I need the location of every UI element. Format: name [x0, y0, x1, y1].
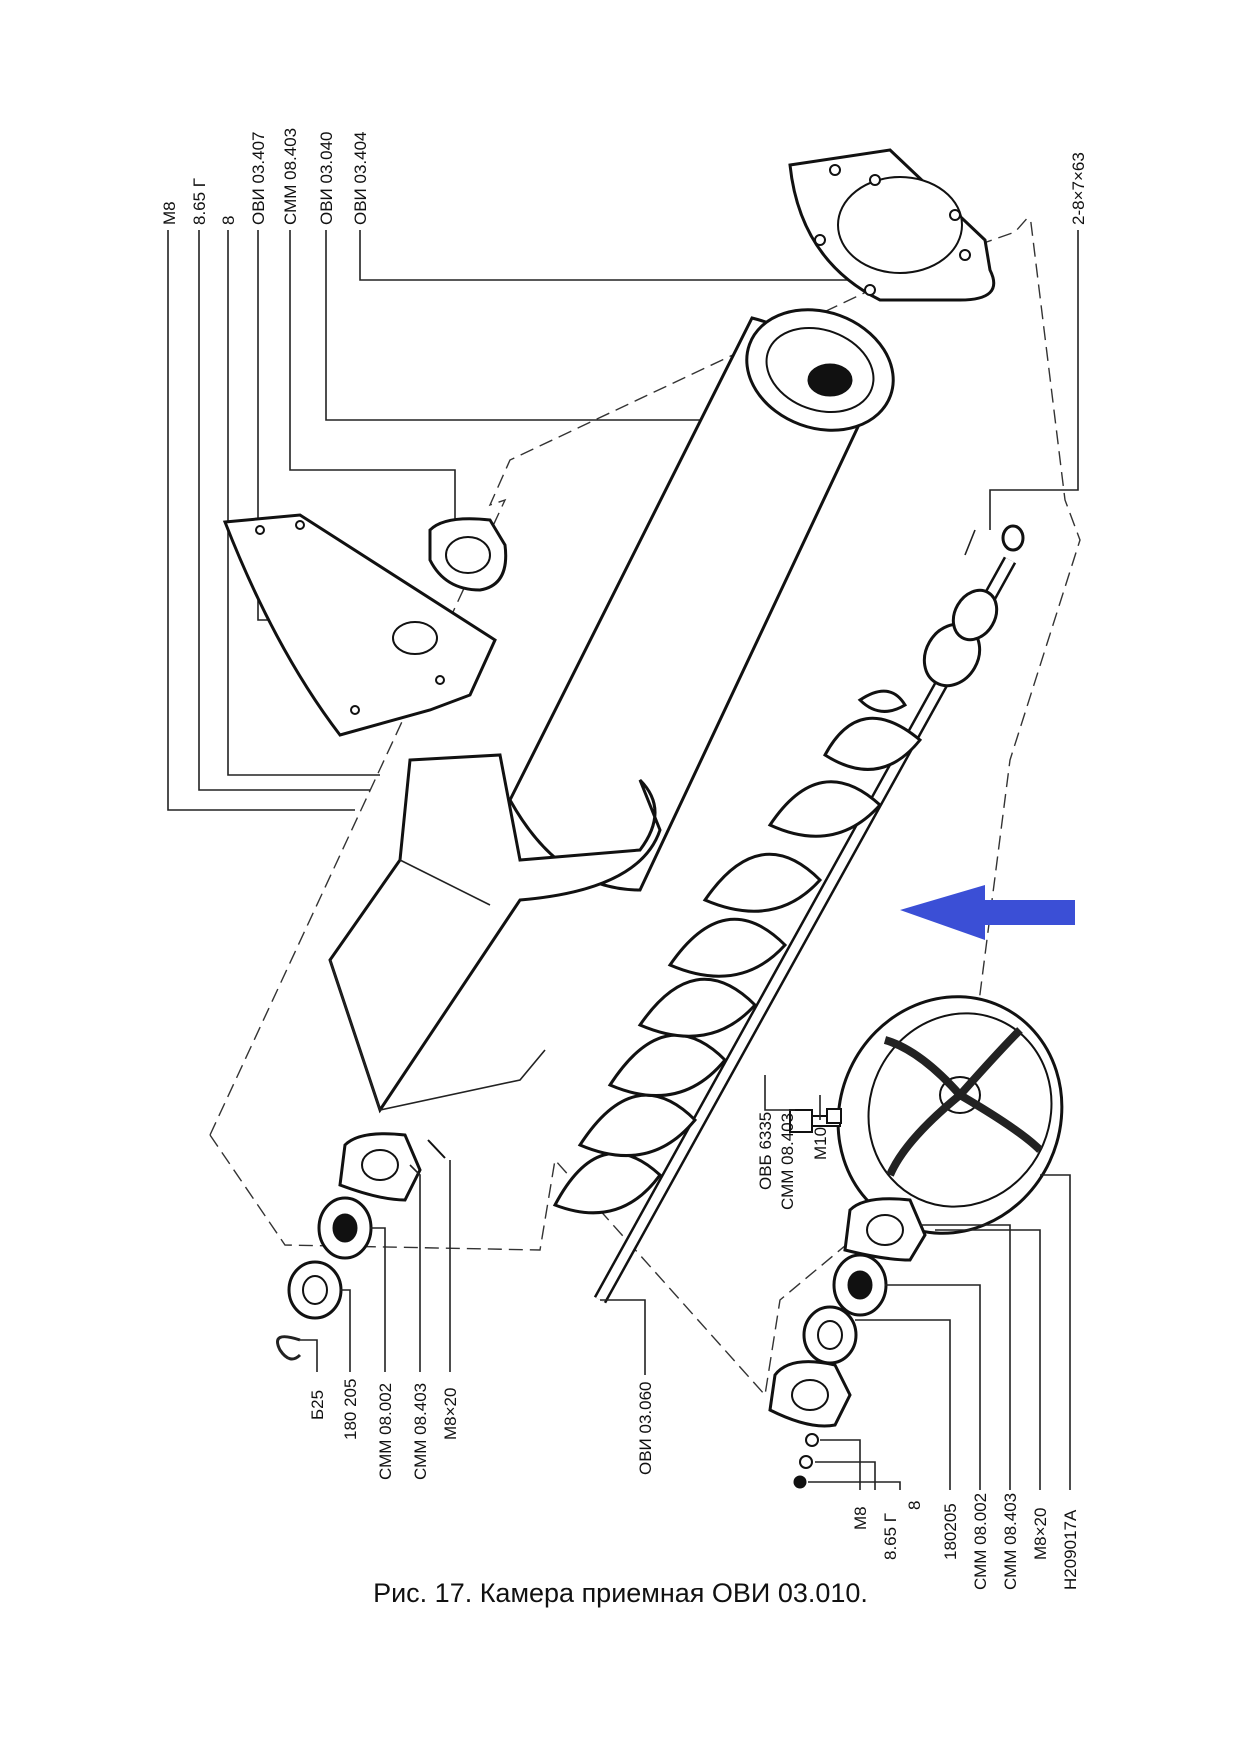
label-washer-8-top: 8	[219, 216, 238, 225]
label-smm-08-403-right: СММ 08.403	[1001, 1493, 1020, 1590]
label-m8-bottom: М8	[851, 1506, 870, 1530]
label-smm-08-002-left: СММ 08.002	[376, 1383, 395, 1480]
label-b25: Б25	[308, 1390, 327, 1420]
label-m8x20-left: М8×20	[441, 1388, 460, 1440]
labels-top-left: М8 8.65 Г 8 ОВИ 03.407 СММ 08.403 ОВИ 03…	[160, 128, 370, 225]
side-plate	[222, 513, 497, 737]
label-smm-08-403-bolt: СММ 08.403	[778, 1113, 797, 1210]
label-key-size: 2-8×7×63	[1069, 152, 1088, 225]
assembly-dashed-boundary	[209, 214, 1031, 1136]
labels-bolt: ОВБ 6335 СММ 08.403 М10	[756, 1112, 830, 1210]
label-smm-08-002-right: СММ 08.002	[971, 1493, 990, 1590]
bearing-parts-right	[768, 1197, 927, 1489]
labels-bottom-right: М8 8.65 Г 8 180205 СММ 08.002 СММ 08.403…	[851, 1493, 1080, 1590]
label-washer-8-bottom: 8	[905, 1501, 924, 1510]
label-m8-top: М8	[160, 201, 179, 225]
feed-tube	[508, 308, 895, 892]
label-ovi-03-404: ОВИ 03.404	[351, 132, 370, 226]
label-m8x20-right: М8×20	[1031, 1508, 1050, 1560]
assembly-dashed-boundary-2	[209, 214, 1081, 1397]
labels-bottom-left: Б25 180 205 СММ 08.002 СММ 08.403 М8×20	[308, 1379, 460, 1480]
auger-screw	[552, 524, 1025, 1304]
figure-caption: Рис. 17. Камера приемная ОВИ 03.010.	[373, 1578, 868, 1608]
label-n209017a: Н209017А	[1061, 1509, 1080, 1590]
label-m10: М10	[811, 1127, 830, 1160]
drive-pulley	[836, 995, 1064, 1235]
label-180-205-left: 180 205	[341, 1379, 360, 1440]
label-ovi-03-060: ОВИ 03.060	[636, 1382, 655, 1476]
label-ovi-03-040: ОВИ 03.040	[317, 132, 336, 226]
pointer-arrow	[900, 885, 1075, 940]
bolt-m10	[789, 1108, 842, 1133]
label-ovb-6335: ОВБ 6335	[756, 1112, 775, 1190]
label-smm-08-403-left: СММ 08.403	[411, 1383, 430, 1480]
label-washer-spring-bottom: 8.65 Г	[881, 1513, 900, 1560]
bearing-parts-left	[276, 1132, 446, 1361]
label-washer-spring-top: 8.65 Г	[190, 178, 209, 225]
label-ovi-03-407: ОВИ 03.407	[249, 132, 268, 226]
end-flange-plate	[788, 148, 996, 302]
chamber-body	[328, 753, 662, 1114]
label-smm-08-403-top: СММ 08.403	[281, 128, 300, 225]
leader-lines-bottom	[300, 1075, 1071, 1490]
label-180205-right: 180205	[941, 1503, 960, 1560]
bearing-housing-top	[428, 517, 508, 592]
